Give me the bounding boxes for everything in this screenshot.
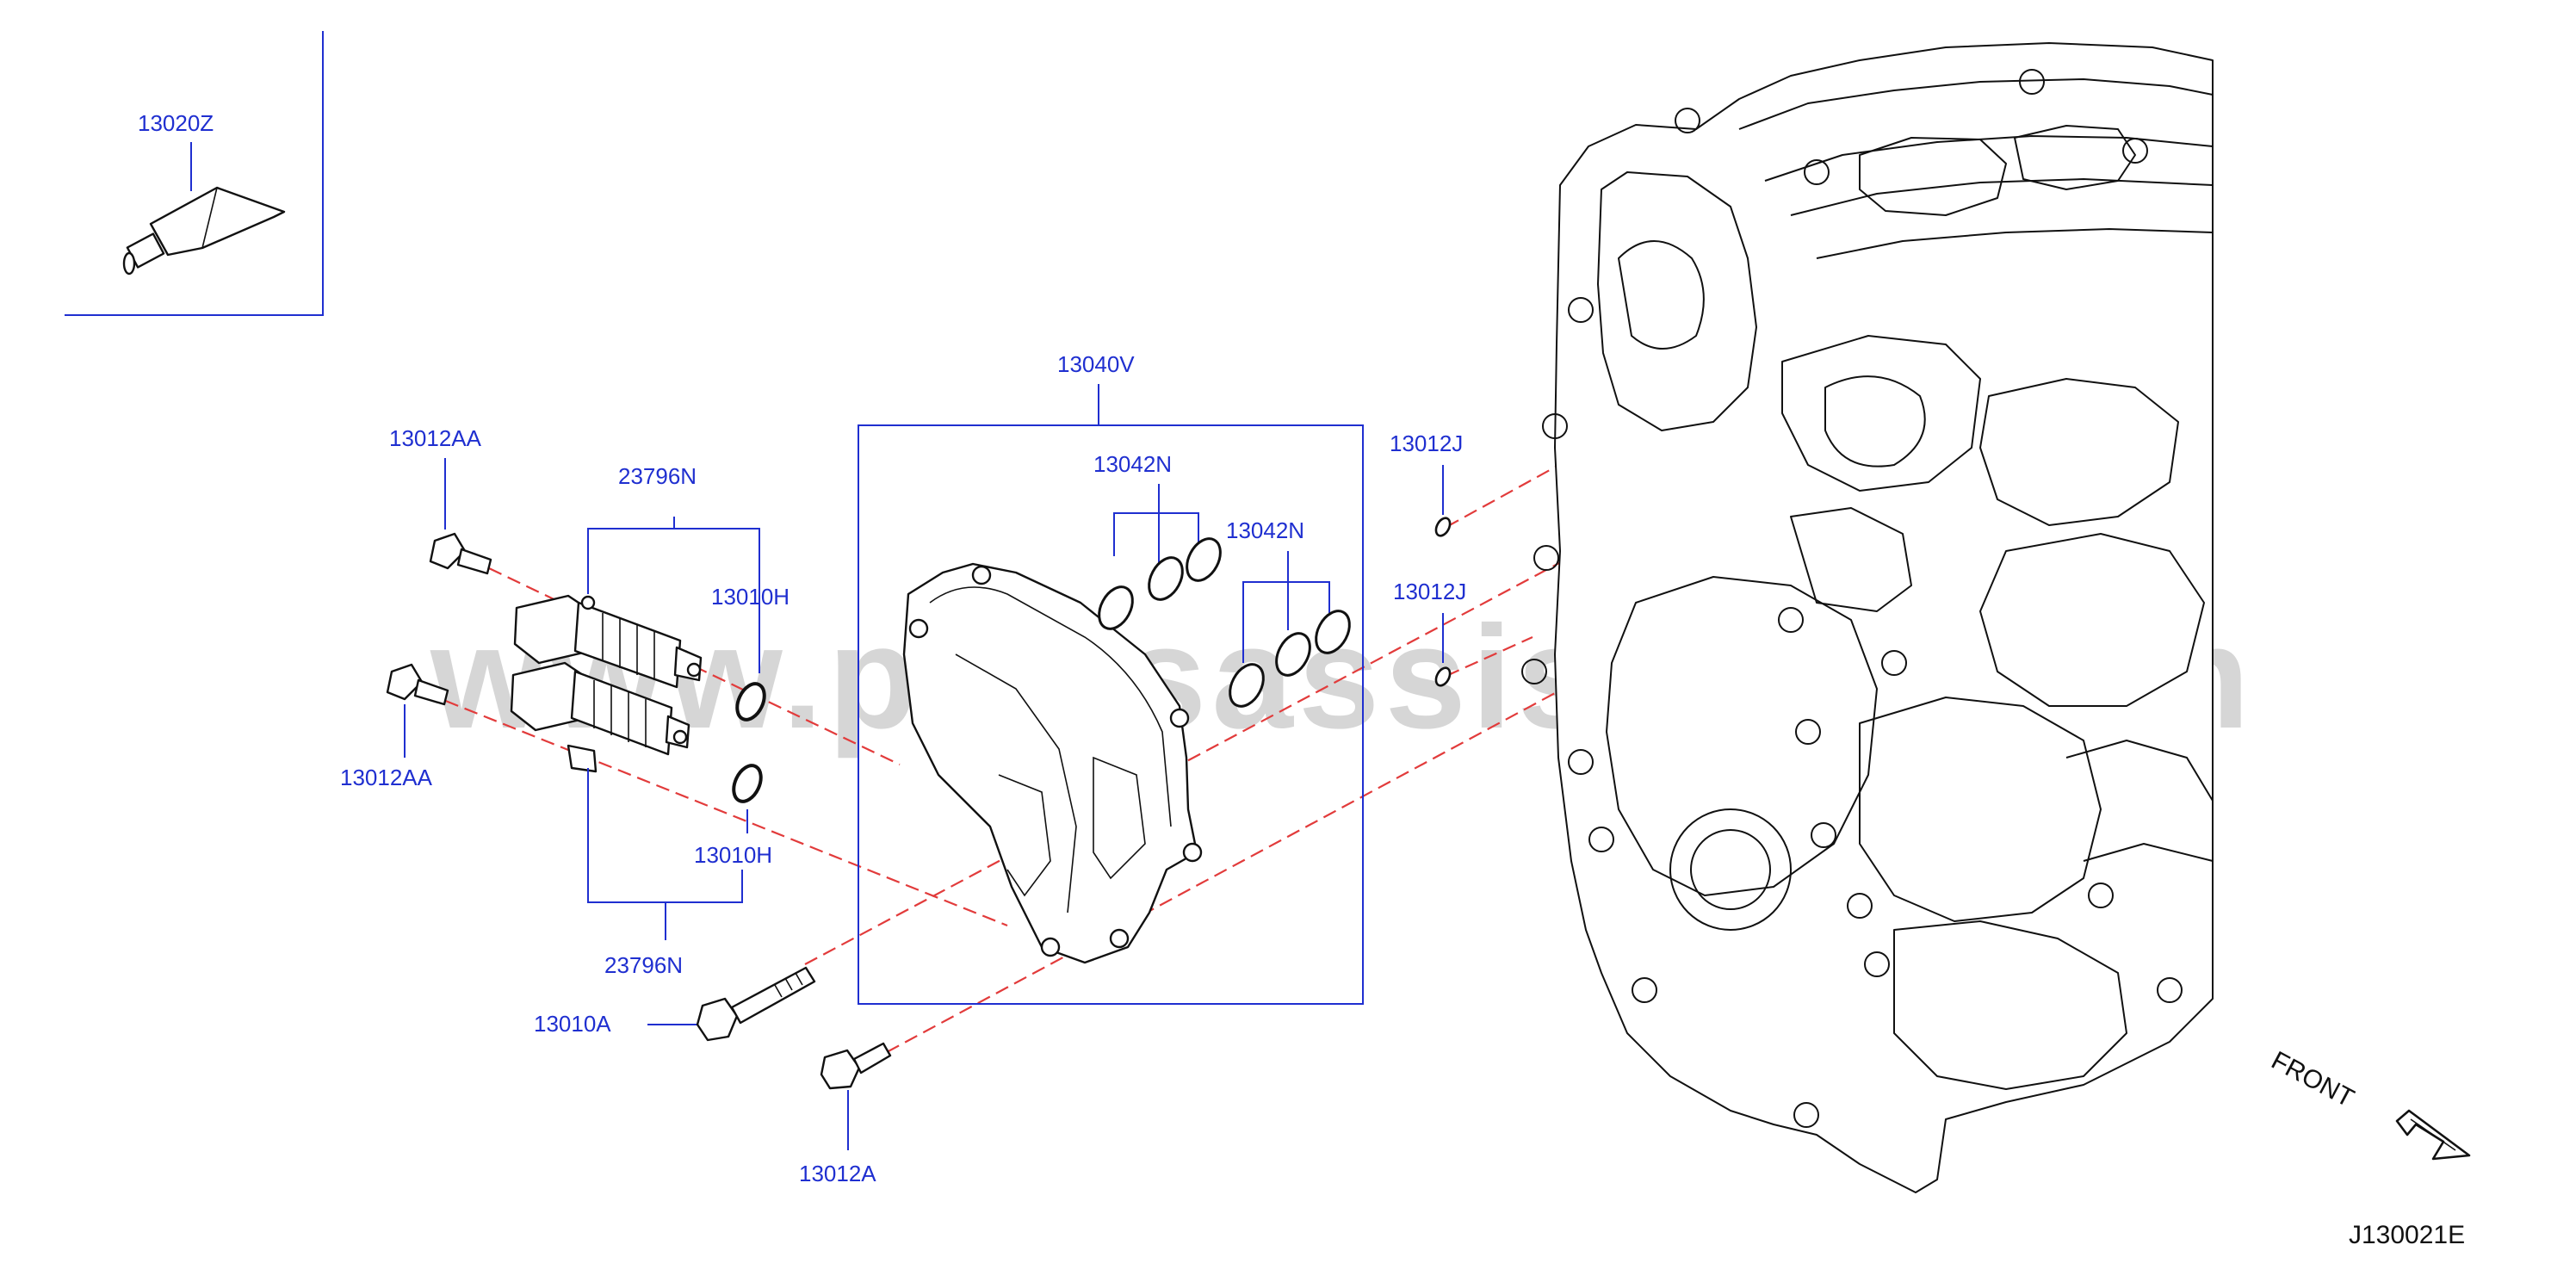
engine-block-icon (1521, 42, 2214, 1193)
callout-long-bolt[interactable]: 13010A (534, 1011, 611, 1037)
callout-bottom-bolt[interactable]: 13012A (799, 1161, 876, 1186)
callout-cover-assy[interactable]: 13040V (1057, 351, 1135, 377)
sealant-inset: 13020Z (65, 31, 324, 316)
solenoid-top: 23796N (513, 463, 760, 689)
callout-oring-bottom[interactable]: 13010H (694, 842, 772, 868)
bolt-top: 13012AA (389, 425, 492, 575)
oring-top-icon (735, 682, 766, 722)
washer-bottom-icon (1434, 666, 1452, 687)
callout-oring-top[interactable]: 13010H (711, 584, 790, 610)
callout-bolt-mid[interactable]: 13012AA (340, 765, 433, 790)
diagram-code: J130021E (2349, 1221, 2465, 1249)
solenoid-top-icon (513, 594, 703, 689)
bolt-mid-icon (386, 663, 449, 706)
bolt-mid: 13012AA (340, 663, 449, 790)
callout-seal-set-2[interactable]: 13042N (1226, 517, 1304, 543)
oring-bottom: 13010H (694, 764, 772, 868)
front-cover-icon (902, 562, 1203, 964)
callout-seal-set-1[interactable]: 13042N (1093, 451, 1172, 477)
solenoid-bottom-icon (510, 661, 690, 773)
callout-solenoid-bottom[interactable]: 23796N (604, 952, 683, 978)
callout-solenoid-top[interactable]: 23796N (618, 463, 697, 489)
bottom-bolt-icon (820, 1042, 892, 1090)
callout-bolt-top[interactable]: 13012AA (389, 425, 482, 451)
washer-top-icon (1434, 517, 1452, 537)
callout-sealant[interactable]: 13020Z (138, 110, 214, 136)
callout-washer-top[interactable]: 13012J (1390, 430, 1463, 456)
oring-bottom-icon (732, 764, 763, 803)
cover-assembly: 13040V (858, 351, 1364, 1005)
callout-washer-bottom[interactable]: 13012J (1393, 579, 1466, 604)
washer-top: 13012J (1390, 430, 1463, 537)
front-indicator: FRONT (2267, 1046, 2471, 1161)
oring-top: 13010H (711, 584, 790, 722)
long-bolt-icon (696, 966, 816, 1042)
solenoid-bottom: 23796N (510, 661, 743, 978)
seal-set-1: 13042N (1093, 451, 1222, 630)
long-bolt: 13010A (534, 966, 816, 1042)
seal-set-2: 13042N (1226, 517, 1351, 708)
washer-bottom: 13012J (1393, 579, 1466, 687)
bottom-bolt: 13012A (799, 1042, 892, 1186)
bolt-top-icon (429, 532, 492, 575)
front-arrow-icon (2395, 1109, 2471, 1161)
sealant-tube-icon (122, 186, 286, 276)
front-label: FRONT (2267, 1046, 2359, 1113)
